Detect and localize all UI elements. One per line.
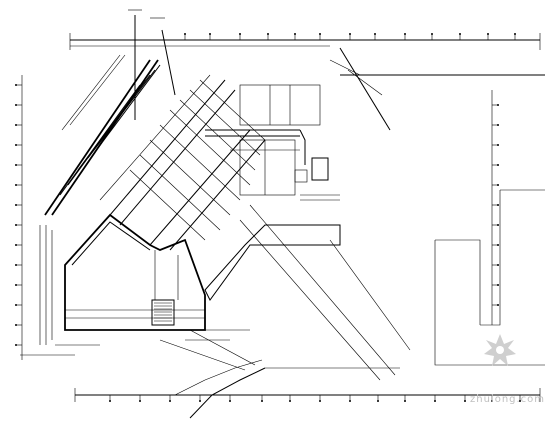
- central-structure-grid: [99, 74, 266, 251]
- top-tick-dot: [459, 33, 461, 35]
- bottom-tick-dot: [169, 400, 171, 402]
- right-tick-dot: [497, 104, 499, 106]
- watermark: zhulong.com: [470, 334, 545, 405]
- bottom-tick-dot: [491, 400, 493, 402]
- right-tick-dot: [497, 264, 499, 266]
- bottom-tick-dot: [139, 400, 141, 402]
- right-tick-dot: [497, 224, 499, 226]
- bottom-tick-dot: [319, 400, 321, 402]
- left-tick-dot: [15, 164, 17, 166]
- left-tick-dot: [15, 84, 17, 86]
- top-tick-dot: [239, 33, 241, 35]
- diagonal-lines-main: [159, 204, 411, 381]
- right-tick-dot: [497, 164, 499, 166]
- top-tick-dot: [431, 33, 433, 35]
- watermark-text: zhulong.com: [470, 394, 545, 405]
- top-tick-dot: [319, 33, 321, 35]
- left-diagonal-stripes: [39, 54, 161, 345]
- left-tick-dot: [15, 244, 17, 246]
- left-tick-dot: [15, 304, 17, 306]
- bottom-tick-dot: [377, 400, 379, 402]
- main-building: [64, 213, 206, 331]
- top-tick-dot: [267, 33, 269, 35]
- bottom-grid-axis: [74, 388, 541, 402]
- left-tick-dot: [15, 224, 17, 226]
- left-tick-dot: [15, 324, 17, 326]
- right-tick-dot: [497, 244, 499, 246]
- top-tick-dot: [514, 33, 516, 35]
- bottom-tick-dot: [349, 400, 351, 402]
- bottom-tick-dot: [229, 400, 231, 402]
- top-tick-dot: [209, 33, 211, 35]
- right-wing: [204, 84, 341, 301]
- right-tick-dot: [497, 284, 499, 286]
- bottom-tick-dot: [109, 400, 111, 402]
- site-boundary: [340, 74, 545, 366]
- diagonal-boundary-right: [329, 47, 391, 131]
- left-tick-dot: [15, 104, 17, 106]
- top-tick-dot: [294, 33, 296, 35]
- top-tick-dot: [349, 33, 351, 35]
- bottom-tick-dot: [199, 400, 201, 402]
- vertical-access: [128, 9, 176, 120]
- left-tick-dot: [15, 284, 17, 286]
- left-tick-dot: [15, 124, 17, 126]
- left-tick-dot: [15, 184, 17, 186]
- bottom-tick-dot: [519, 400, 521, 402]
- bottom-tick-dot: [261, 400, 263, 402]
- watermark-logo-icon: [484, 334, 516, 366]
- top-tick-dot: [404, 33, 406, 35]
- bottom-tick-dot: [289, 400, 291, 402]
- right-tick-dot: [497, 204, 499, 206]
- stair-hatch: [154, 302, 172, 322]
- lower-walls: [20, 329, 250, 356]
- bottom-road-curve: [174, 359, 400, 419]
- axis-ticks: [15, 33, 521, 402]
- right-tick-dot: [497, 144, 499, 146]
- top-tick-dot: [184, 33, 186, 35]
- top-tick-dot: [487, 33, 489, 35]
- bottom-tick-dot: [464, 400, 466, 402]
- bottom-tick-dot: [434, 400, 436, 402]
- right-tick-dot: [497, 124, 499, 126]
- top-grid-axis: [69, 33, 541, 50]
- right-tick-dot: [497, 184, 499, 186]
- top-tick-dot: [374, 33, 376, 35]
- left-tick-dot: [15, 144, 17, 146]
- left-tick-dot: [15, 344, 17, 346]
- left-tick-dot: [15, 204, 17, 206]
- bottom-tick-dot: [404, 400, 406, 402]
- left-tick-dot: [15, 264, 17, 266]
- right-tick-dot: [497, 304, 499, 306]
